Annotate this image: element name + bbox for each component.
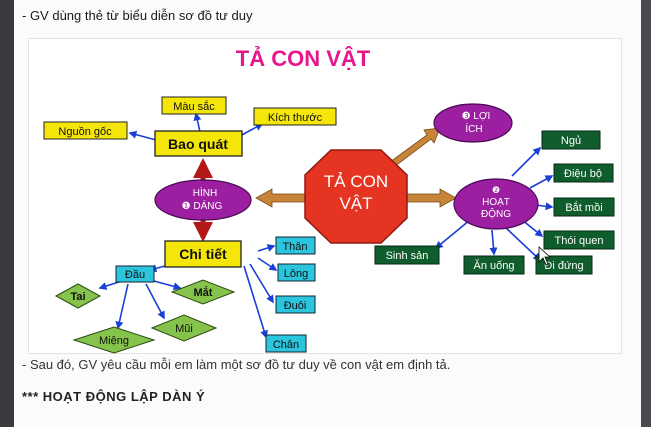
- dieu-bo-label: Điệu bộ: [564, 168, 602, 180]
- hinh-dang-ellipse: [154, 179, 252, 221]
- dau-box: [115, 265, 155, 283]
- loi-ich-line1: ❸ LỢI: [462, 111, 491, 122]
- mieng-label: Miệng: [99, 335, 129, 347]
- block-arrow-to-hinh-dang: [255, 188, 306, 208]
- link-bao-quat-kich-thuoc: [239, 123, 264, 137]
- hinh-dang-line2: ❶ DÁNG: [182, 199, 223, 212]
- than-box: [275, 236, 316, 255]
- link-chi-tiet-long: [257, 257, 278, 271]
- link-bao-quat-nguon-goc: [128, 130, 157, 141]
- bao-quat-label: Bao quát: [168, 136, 228, 152]
- intro-text: - GV dùng thẻ từ biểu diễn sơ đồ tư duy: [22, 8, 253, 23]
- mau-sac-box: [161, 96, 227, 115]
- diagram-title: TẢ CON VẬT: [236, 46, 371, 71]
- link-dau-mieng: [115, 283, 129, 330]
- ngu-box: [541, 130, 601, 150]
- center-label-line2: VẬT: [339, 194, 372, 213]
- hinh-dang-line1: HÌNH: [193, 186, 217, 199]
- thoi-quen-box: [543, 230, 615, 250]
- ngu-label: Ngủ: [561, 135, 581, 147]
- kich-thuoc-label: Kích thước: [268, 112, 323, 124]
- loi-ich-line2: ÍCH: [465, 122, 482, 135]
- link-dau-mat: [153, 280, 182, 291]
- mouse-cursor-icon: [538, 246, 552, 266]
- bat-moi-box: [553, 197, 615, 217]
- monitor-bezel-left: [0, 0, 14, 427]
- nguon-goc-box: [43, 121, 128, 140]
- tai-label: Tai: [70, 291, 85, 303]
- sinh-san-box: [374, 245, 440, 265]
- monitor-bezel-right: [641, 0, 651, 427]
- link-chi-tiet-than: [257, 244, 276, 252]
- dau-label: Đầu: [125, 269, 145, 281]
- sinh-san-label: Sinh sản: [386, 250, 429, 262]
- dieu-bo-box: [553, 163, 614, 183]
- center-label-line1: TẢ CON: [324, 172, 388, 191]
- hoat-dong-line1: HOẠT: [482, 197, 510, 208]
- chan-label: Chân: [273, 339, 299, 351]
- than-label: Thân: [282, 241, 307, 253]
- an-uong-label: Ăn uống: [474, 259, 515, 272]
- link-bao-quat-mau-sac: [193, 112, 202, 133]
- long-label: Lông: [284, 268, 308, 280]
- mui-diamond: [150, 314, 218, 342]
- bat-moi-label: Bắt mồi: [565, 201, 602, 214]
- long-box: [277, 263, 316, 282]
- duoi-box: [275, 295, 316, 314]
- nguon-goc-label: Nguồn gốc: [58, 126, 112, 138]
- chi-tiet-label: Chi tiết: [179, 246, 227, 262]
- di-dung-box: [535, 255, 593, 275]
- mau-sac-label: Màu sắc: [173, 100, 215, 113]
- link-chi-tiet-duoi: [249, 263, 274, 304]
- chan-box: [265, 334, 307, 353]
- bao-quat-box: [154, 130, 243, 157]
- tai-diamond: [54, 283, 102, 309]
- link-hoat-dong-thoi-quen: [521, 219, 544, 237]
- chi-tiet-box: [164, 240, 242, 268]
- link-hoat-dong-di-dung: [505, 227, 542, 262]
- block-arrow-to-hoat-dong: [405, 188, 457, 208]
- loi-ich-ellipse: [433, 103, 513, 143]
- link-hoat-dong-an-uong: [489, 229, 498, 256]
- mat-label: Mắt: [194, 286, 213, 299]
- link-dau-mui: [145, 283, 165, 320]
- link-chi-tiet-chan: [243, 265, 268, 339]
- hoat-dong-ellipse: [453, 178, 539, 230]
- mui-label: Mũi: [175, 323, 193, 335]
- hoat-dong-line2: ĐỘNG: [481, 207, 511, 220]
- thoi-quen-label: Thói quen: [555, 235, 604, 247]
- center-octagon: [304, 149, 408, 244]
- section-heading: *** HOẠT ĐỘNG LẬP DÀN Ý: [22, 389, 206, 404]
- link-hoat-dong-dieu-bo: [529, 175, 554, 189]
- link-hoat-dong-sinh-san: [434, 219, 471, 250]
- an-uong-box: [463, 255, 525, 275]
- hoat-dong-badge: ❷: [492, 185, 500, 195]
- di-dung-label: Đi đứng: [544, 260, 583, 272]
- kich-thuoc-box: [253, 107, 337, 126]
- duoi-label: Đuôi: [284, 300, 307, 312]
- mieng-diamond: [72, 326, 156, 354]
- block-arrow-to-loi-ich: [389, 127, 441, 168]
- link-hoat-dong-ngu: [511, 146, 542, 177]
- outro-text: - Sau đó, GV yêu cầu mỗi em làm một sơ đ…: [22, 357, 451, 372]
- mat-diamond: [170, 279, 236, 305]
